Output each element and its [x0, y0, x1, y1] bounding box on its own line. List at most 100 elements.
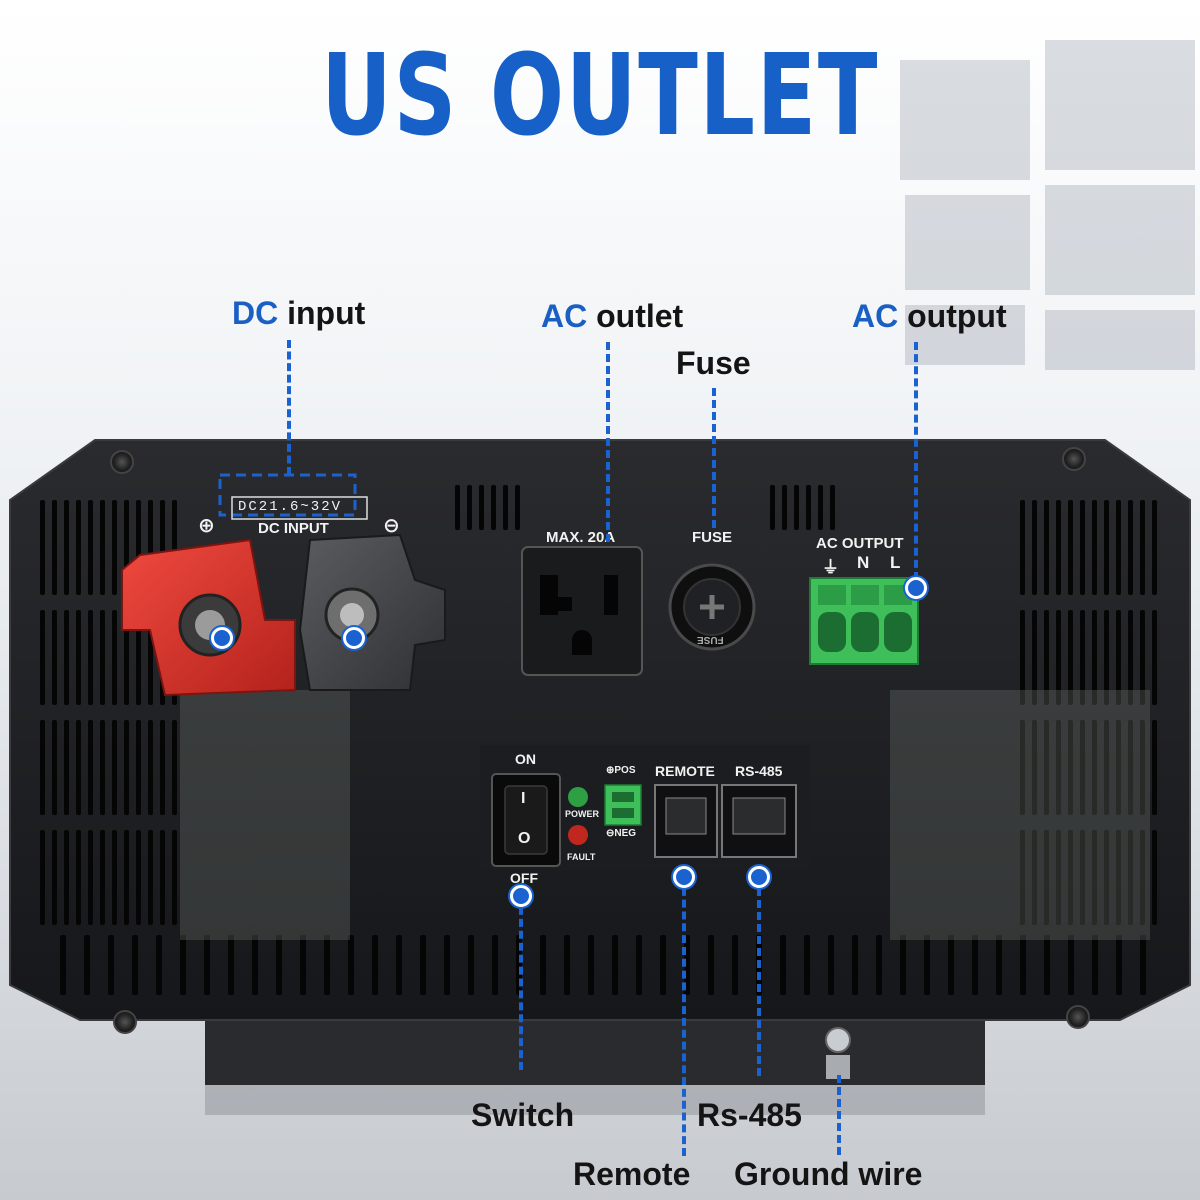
fault-label: FAULT	[567, 852, 596, 862]
rs485-leader	[757, 876, 761, 1076]
vent-slot	[1092, 610, 1097, 705]
vent-slot	[112, 500, 117, 595]
vent-slot	[100, 830, 105, 925]
vent-slot	[1152, 720, 1157, 815]
vent-slot	[444, 935, 450, 995]
ground-leader	[837, 1075, 841, 1155]
vent-slot	[1020, 830, 1025, 925]
vent-slot	[1080, 500, 1085, 595]
vent-slot	[1092, 935, 1098, 995]
off-label: OFF	[510, 870, 538, 886]
vent-slot	[252, 935, 258, 995]
vent-slot	[503, 485, 508, 530]
dc-bracket	[218, 473, 357, 517]
vent-slot	[40, 610, 45, 705]
vent-slot	[1032, 610, 1037, 705]
vent-slot	[1020, 935, 1026, 995]
vent-slot	[455, 485, 460, 530]
power-label: POWER	[565, 809, 600, 819]
vent-slot	[1116, 830, 1121, 925]
dc-rating-box	[231, 496, 368, 520]
vent-slot	[276, 935, 282, 995]
vent-slot	[204, 935, 210, 995]
vent-slot	[1044, 935, 1050, 995]
dc-input-leader	[287, 340, 291, 475]
ground-symbol: ⏚	[822, 558, 839, 578]
callout-ac-output: AC output	[852, 298, 1007, 335]
vent-slot	[100, 720, 105, 815]
base-plate	[205, 1015, 985, 1085]
vent-slot	[1092, 720, 1097, 815]
vent-slot	[1080, 830, 1085, 925]
vent-slot	[76, 720, 81, 815]
vent-slot	[564, 935, 570, 995]
vent-slot	[1068, 720, 1073, 815]
vent-slot	[1068, 830, 1073, 925]
switch-leader	[519, 895, 523, 1070]
vent-slot	[52, 830, 57, 925]
remote-port-label: REMOTE	[655, 763, 715, 779]
vent-slot	[900, 935, 906, 995]
left-vents	[40, 485, 520, 925]
vent-slot	[830, 485, 835, 530]
vent-slot	[806, 485, 811, 530]
vent-slot	[180, 935, 186, 995]
vent-slot	[1128, 610, 1133, 705]
on-label: ON	[515, 751, 536, 767]
vent-slot	[132, 935, 138, 995]
vent-slot	[876, 935, 882, 995]
vent-slot	[1116, 720, 1121, 815]
vent-slot	[1044, 610, 1049, 705]
screw-icon	[113, 1010, 137, 1034]
fuse-leader	[712, 388, 716, 528]
vent-slot	[156, 935, 162, 995]
power-led	[568, 787, 588, 807]
vent-slot	[52, 500, 57, 595]
vent-slot	[770, 485, 775, 530]
callout-rs485: Rs-485	[697, 1097, 802, 1133]
screw-icon	[1062, 447, 1086, 471]
vent-slot	[818, 485, 823, 530]
vent-slot	[708, 935, 714, 995]
vent-slot	[1128, 720, 1133, 815]
dc-rating-label: DC21.6~32V	[238, 499, 343, 515]
switch-off-mark: O	[518, 830, 531, 847]
callout-dc-input-highlight: DC	[232, 295, 279, 331]
vent-slot	[794, 485, 799, 530]
callout-remote: Remote	[573, 1156, 691, 1192]
vent-slot	[348, 935, 354, 995]
vent-slot	[64, 720, 69, 815]
remote-dot	[673, 866, 695, 888]
vent-slot	[1140, 500, 1145, 595]
vent-slot	[924, 935, 930, 995]
ac-outlet-leader	[606, 342, 610, 542]
vent-slot	[1140, 830, 1145, 925]
vent-slot	[76, 500, 81, 595]
vent-slot	[88, 830, 93, 925]
window-reflection	[900, 60, 1030, 180]
vent-slot	[124, 720, 129, 815]
vent-slot	[76, 610, 81, 705]
vent-slot	[100, 610, 105, 705]
vent-slot	[40, 830, 45, 925]
fuse-cap-label: FUSE	[697, 634, 724, 645]
callout-ac-outlet-text: outlet	[596, 298, 684, 334]
vent-slot	[1140, 720, 1145, 815]
vent-slot	[972, 935, 978, 995]
vent-slot	[1020, 720, 1025, 815]
minus-symbol: ⊖	[383, 513, 400, 537]
vent-slot	[76, 830, 81, 925]
vent-slot	[1032, 720, 1037, 815]
vent-slot	[828, 935, 834, 995]
vent-slot	[491, 485, 496, 530]
window-reflection	[1045, 310, 1195, 370]
fuse-label: FUSE	[692, 529, 733, 546]
vent-slot	[1104, 500, 1109, 595]
vent-slot	[732, 935, 738, 995]
vent-slot	[782, 485, 787, 530]
vent-slot	[84, 935, 90, 995]
vent-slot	[1032, 830, 1037, 925]
neg-label: ⊖NEG	[606, 828, 637, 839]
neutral-label: N	[857, 553, 870, 572]
window-reflection	[905, 195, 1030, 290]
